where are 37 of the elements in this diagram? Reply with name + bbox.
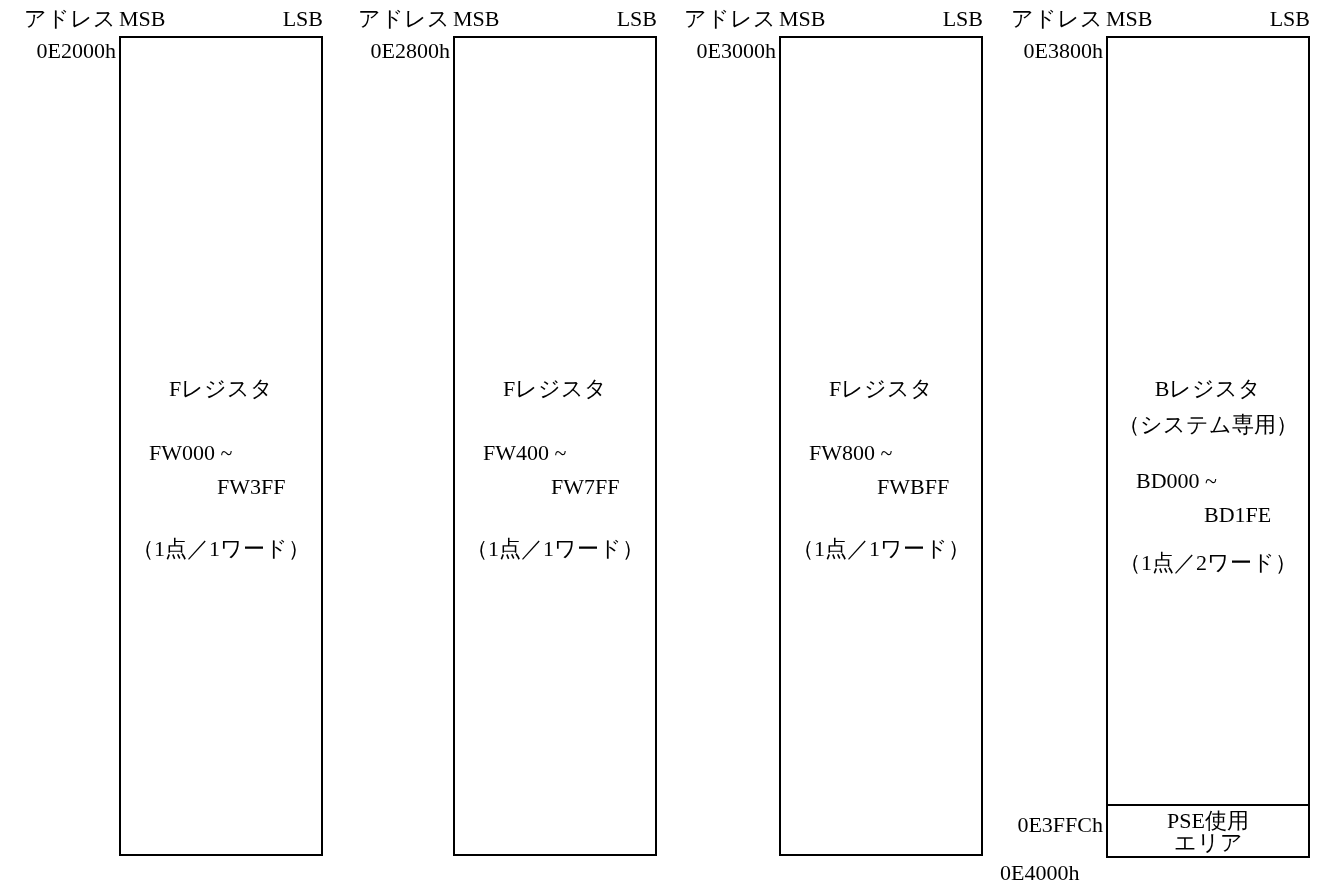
register-range: FW000 ~ FW3FF [149,439,287,501]
register-range: BD000 ~ BD1FE [1136,467,1273,529]
address-heading: アドレス [1011,8,1103,30]
lsb-label: LSB [282,8,323,30]
memory-block-box [779,36,983,856]
address-label: 0E2000h [36,40,116,62]
register-text: （1点／1ワード） [465,536,645,562]
msb-label: MSB [779,8,826,30]
register-text: Bレジスタ [1153,376,1263,402]
register-text: （1点／1ワード） [131,536,311,562]
memory-block-box [453,36,657,856]
msb-label: MSB [1106,8,1153,30]
area-box [1106,804,1310,858]
register-text: Fレジスタ [827,376,935,402]
register-text: Fレジスタ [167,376,275,402]
register-range: FW400 ~ FW7FF [483,439,621,501]
address-label: 0E3FFCh [1017,814,1103,836]
memory-block-box [1106,36,1310,856]
register-text: （システム専用） [1117,412,1299,438]
address-label: 0E3800h [1023,40,1103,62]
address-heading: アドレス [358,8,450,30]
register-text: Fレジスタ [501,376,609,402]
area-text: PSE使用エリア [1166,810,1250,854]
lsb-label: LSB [1269,8,1310,30]
address-heading: アドレス [24,8,116,30]
lsb-label: LSB [616,8,657,30]
register-text: （1点／1ワード） [791,536,971,562]
address-label: 0E4000h [1000,862,1080,884]
msb-label: MSB [453,8,500,30]
address-label: 0E3000h [696,40,776,62]
msb-label: MSB [119,8,166,30]
register-text: （1点／2ワード） [1118,550,1298,576]
memory-block-box [119,36,323,856]
address-heading: アドレス [684,8,776,30]
register-range: FW800 ~ FWBFF [809,439,951,501]
lsb-label: LSB [942,8,983,30]
address-label: 0E2800h [370,40,450,62]
